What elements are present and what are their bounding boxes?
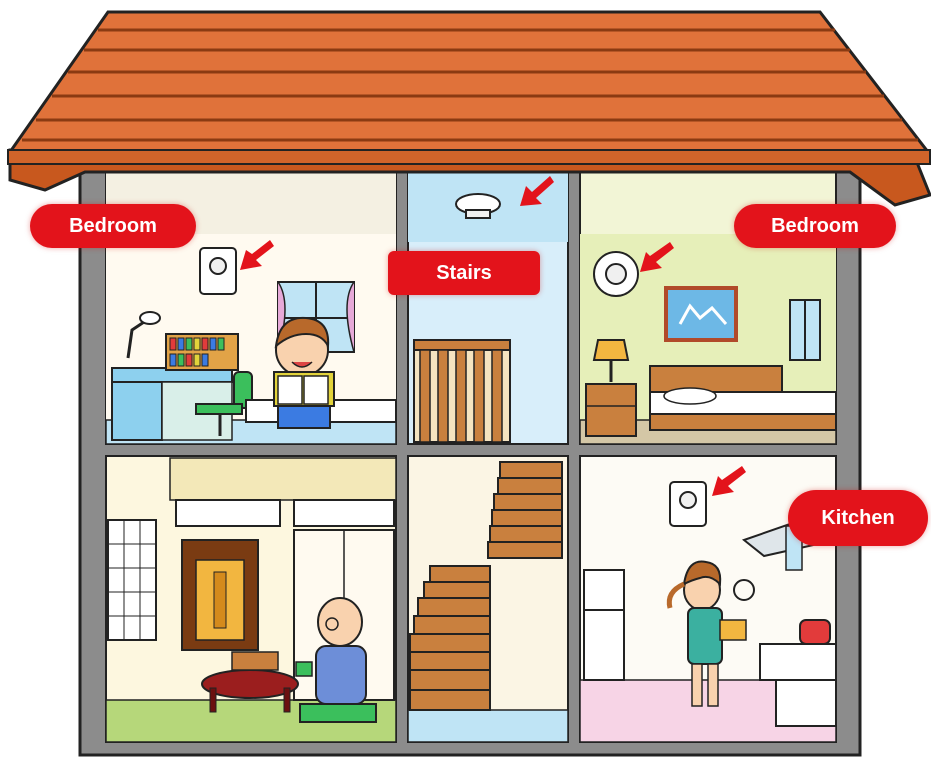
shoji-screen (108, 520, 156, 640)
label-kitchen: Kitchen (788, 490, 928, 546)
smoke-detector-icon (200, 248, 236, 294)
refrigerator (584, 570, 624, 680)
label-stairs: Stairs (388, 251, 540, 295)
smoke-detector-icon (594, 252, 638, 296)
boy-reading (274, 318, 334, 428)
label-bedroom-right-text: Bedroom (765, 215, 865, 238)
upper-stair-railing (414, 340, 510, 442)
label-kitchen-text: Kitchen (815, 507, 900, 530)
counter (760, 644, 836, 680)
label-bedroom-right: Bedroom (734, 204, 896, 248)
label-stairs-text: Stairs (430, 262, 498, 285)
label-bedroom-left-text: Bedroom (63, 215, 163, 238)
smoke-detector-icon (670, 482, 706, 526)
painting (666, 288, 736, 340)
kettle (800, 620, 830, 644)
bed (650, 366, 782, 394)
nightstand (586, 384, 636, 436)
label-bedroom-left: Bedroom (30, 204, 196, 248)
